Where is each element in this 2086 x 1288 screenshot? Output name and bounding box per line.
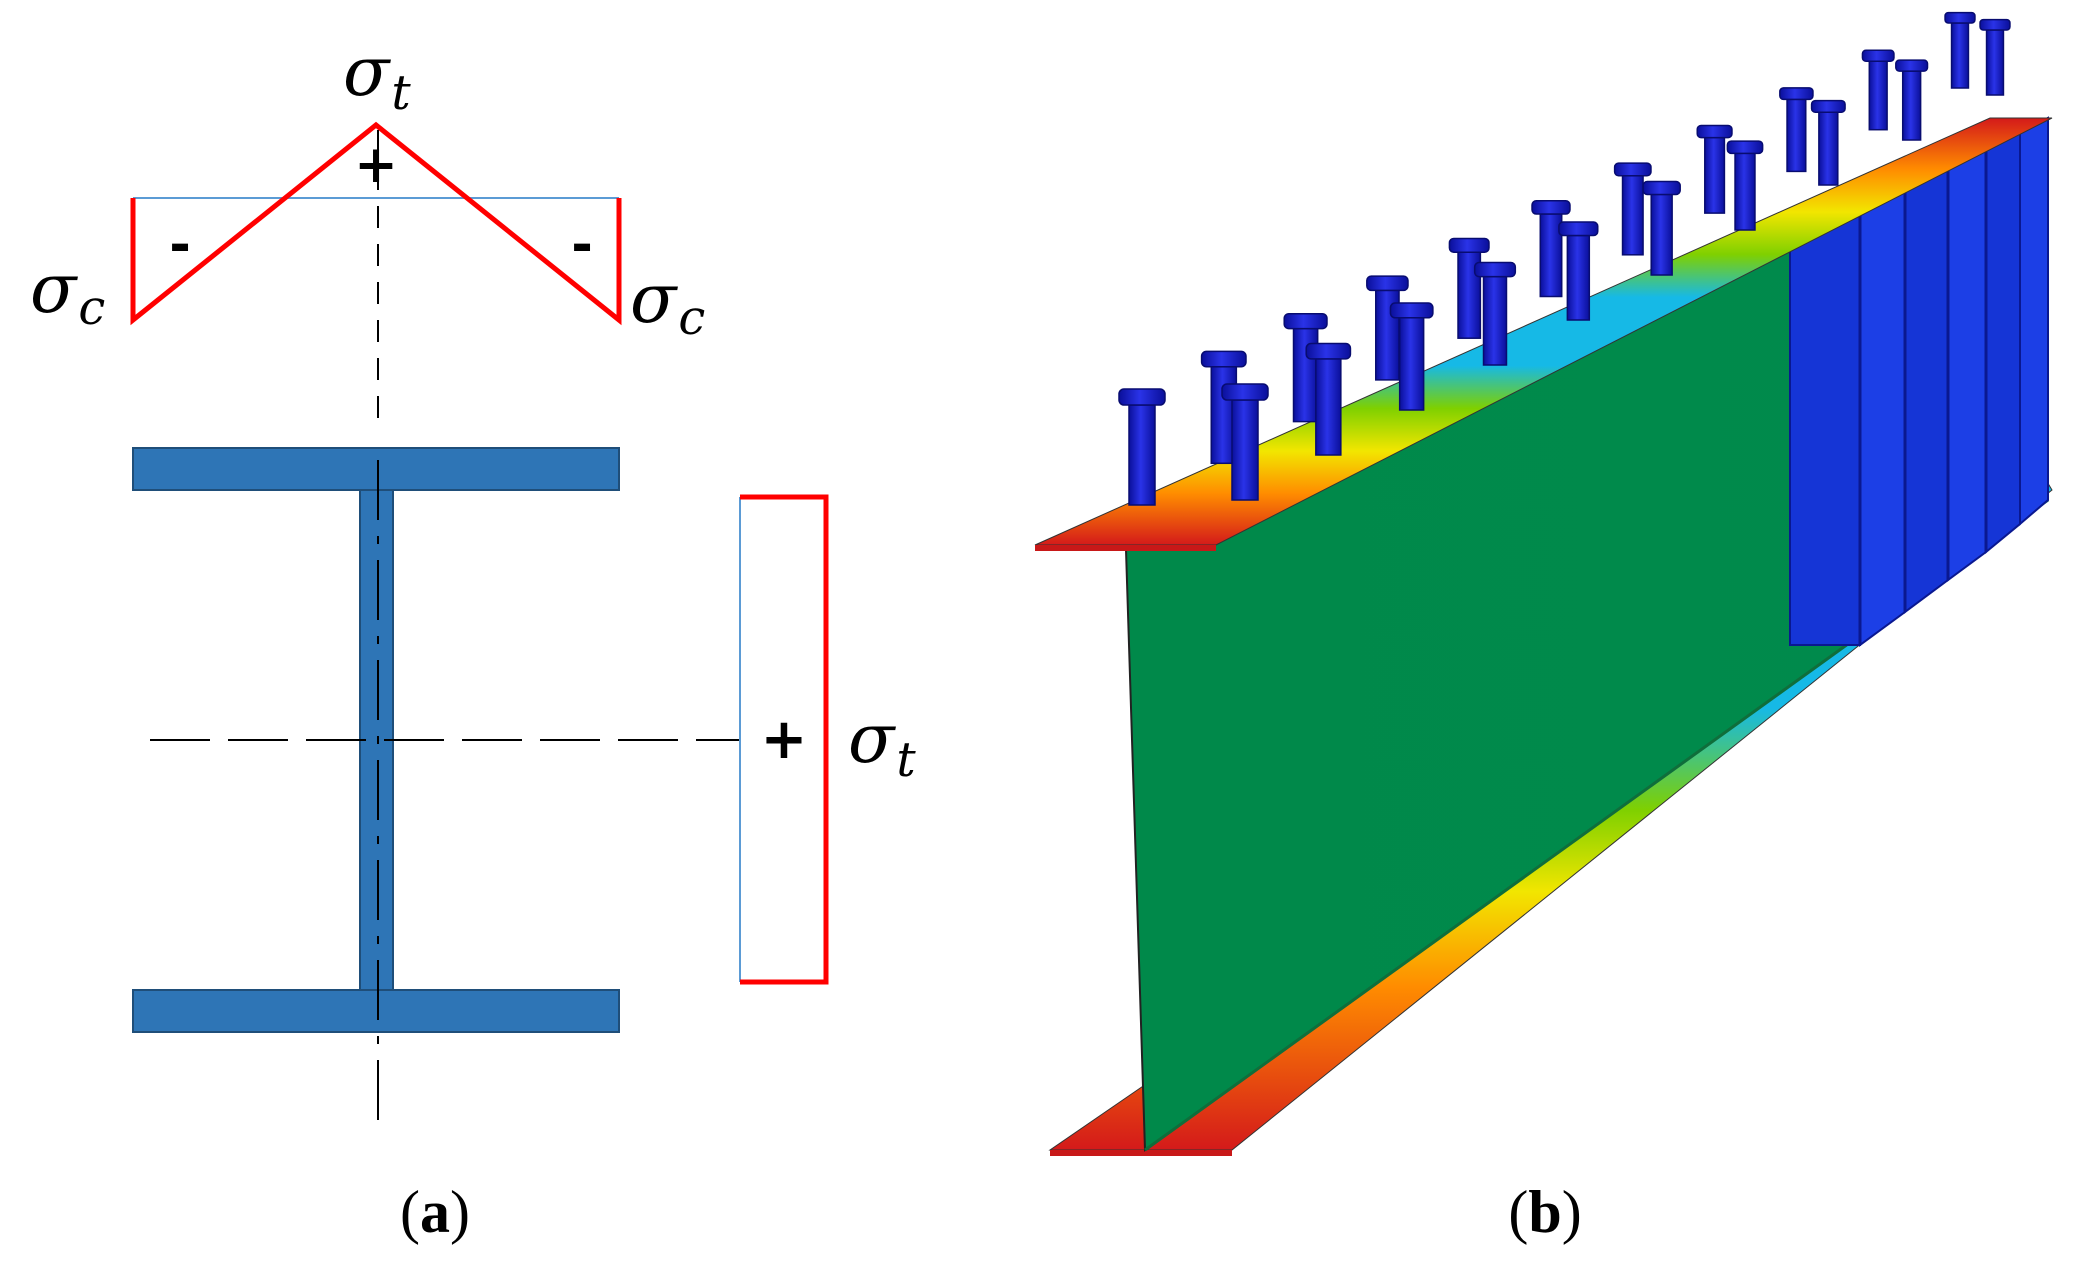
fe-shear-stud xyxy=(1861,49,1895,131)
fe-stiffener xyxy=(1904,160,1949,614)
flange-peak-sign: + xyxy=(354,135,398,195)
flange-stress-diagram: + - - σt σc σc xyxy=(30,33,705,420)
fe-shear-stud xyxy=(1979,18,2011,96)
fe-shear-stud xyxy=(1613,162,1652,256)
caption-a: (a) xyxy=(400,1179,470,1245)
fe-shear-stud xyxy=(1118,388,1166,506)
flange-right-sign: - xyxy=(571,215,593,275)
fe-shear-stud xyxy=(1696,124,1733,214)
bottom-flange xyxy=(132,989,620,1033)
fe-shear-stud xyxy=(1531,200,1571,298)
fe-stiffener xyxy=(1985,130,2021,555)
fe-shear-stud xyxy=(1726,140,1764,231)
fe-shear-stud xyxy=(1944,11,1976,89)
fe-shear-stud xyxy=(1642,180,1681,276)
fe-shear-stud xyxy=(1810,99,1846,186)
sigma-c-left-label: σc xyxy=(30,250,105,336)
flange-stress-curve xyxy=(130,121,622,326)
web-stress-diagram: + σt xyxy=(739,494,916,985)
caption-b: (b) xyxy=(1508,1179,1581,1245)
fe-shear-stud xyxy=(1558,221,1599,321)
web-stress-sign: + xyxy=(761,707,808,772)
fe-shear-stud xyxy=(1779,87,1814,173)
i-beam-cross-section xyxy=(132,447,740,1125)
fe-stiffener xyxy=(1859,179,1906,647)
fe-shear-stud xyxy=(1895,59,1929,141)
fe-shear-stud xyxy=(1473,261,1517,366)
fe-shear-stud xyxy=(1283,312,1328,423)
web-stress-curve xyxy=(740,494,829,985)
panel-b: (b) xyxy=(1034,11,2053,1245)
sigma-c-right-label: σc xyxy=(630,260,705,346)
fe-shear-stud xyxy=(1389,302,1434,411)
fe-shear-studs xyxy=(1118,11,2011,506)
fe-bottom-flange-edge xyxy=(1050,1150,1232,1156)
panel-a: + - - σt σc σc + σt (a) xyxy=(30,33,916,1245)
fe-stiffener xyxy=(1789,200,1861,646)
sigma-t-side-label: σt xyxy=(848,700,916,788)
flange-left-sign: - xyxy=(169,215,191,275)
fe-stiffener xyxy=(2019,116,2049,527)
fe-stiffener xyxy=(1947,144,1987,582)
fe-top-flange-edge xyxy=(1035,545,1216,551)
top-flange xyxy=(132,447,620,491)
sigma-t-top-label: σt xyxy=(343,33,411,121)
fe-shear-stud xyxy=(1305,342,1352,456)
fe-shear-stud xyxy=(1221,383,1269,501)
